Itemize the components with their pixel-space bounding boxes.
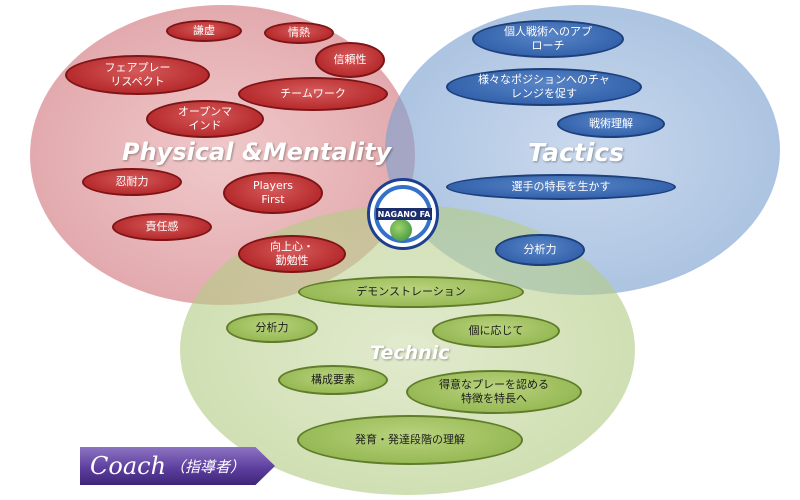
physical-item-ambition: 向上心・ 勤勉性	[238, 235, 346, 273]
tactics-title: Tactics	[528, 138, 624, 167]
technic-item-components: 構成要素	[278, 365, 388, 395]
physical-mentality-title: Physical &Mentality	[122, 138, 392, 166]
physical-item-fairplay: フェアプレー リスペクト	[65, 55, 210, 95]
nagano-fa-logo: NAGANO FA	[367, 178, 439, 250]
technic-item-analysis: 分析力	[226, 313, 318, 343]
physical-item-trust: 信頼性	[315, 42, 385, 78]
coach-sublabel: （指導者）	[170, 457, 246, 476]
physical-item-teamwork: チームワーク	[238, 77, 388, 111]
tactics-item-individual-tactics: 個人戦術へのアプ ローチ	[472, 20, 624, 58]
coach-banner: Coach （指導者）	[80, 447, 275, 485]
tactics-item-tactical-understanding: 戦術理解	[557, 110, 665, 138]
technic-item-individual: 個に応じて	[432, 314, 560, 348]
technic-title: Technic	[370, 342, 450, 364]
soccer-ball-icon	[390, 219, 412, 241]
physical-item-responsibility: 責任感	[112, 213, 212, 241]
technic-item-development-understanding: 発育・発達段階の理解	[297, 415, 523, 465]
logo-text: NAGANO FA	[376, 208, 432, 220]
technic-item-demonstration: デモンストレーション	[298, 276, 524, 308]
tactics-item-player-strengths: 選手の特長を生かす	[446, 174, 676, 200]
physical-item-open-mind: オープンマ インド	[146, 100, 264, 138]
physical-item-passion: 情熱	[264, 22, 334, 44]
tactics-item-analysis: 分析力	[495, 234, 585, 266]
tactics-item-positions: 様々なポジションへのチャ レンジを促す	[446, 68, 642, 106]
coach-label: Coach	[90, 452, 167, 480]
physical-item-patience: 忍耐力	[82, 168, 182, 196]
physical-item-humility: 謙虚	[166, 20, 242, 42]
physical-item-players-first: Players First	[223, 172, 323, 214]
technic-item-recognize-strengths: 得意なプレーを認める 特徴を特長へ	[406, 370, 582, 414]
